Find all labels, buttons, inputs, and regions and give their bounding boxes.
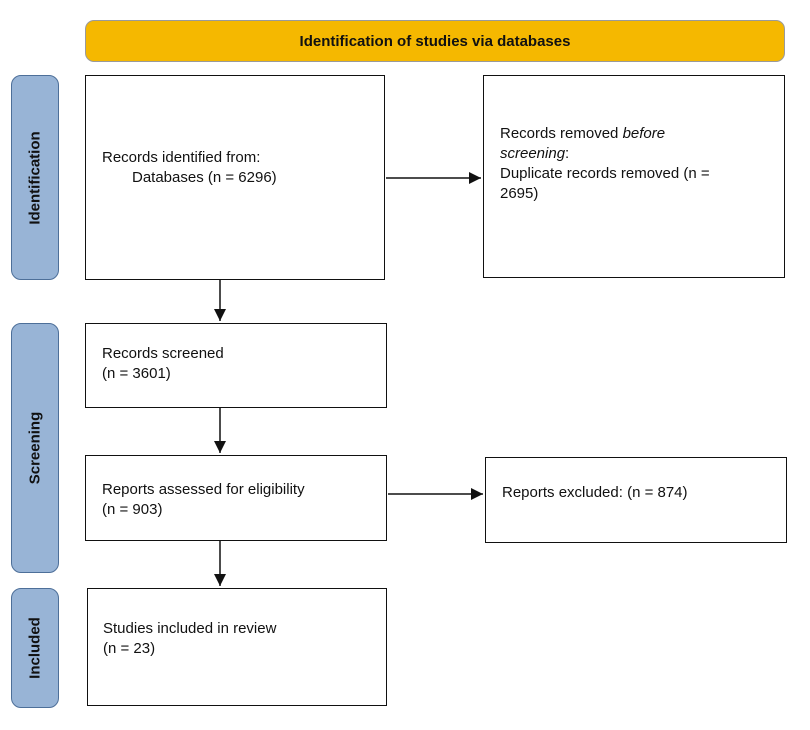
header-title: Identification of studies via databases	[299, 32, 571, 50]
studies-included-line1: Studies included in review	[103, 620, 277, 637]
records-screened-line2: (n = 3601)	[102, 365, 171, 382]
records-removed-line2-b: :	[565, 145, 570, 162]
studies-included-line2: (n = 23)	[103, 640, 156, 657]
records-removed-line1-a: Records removed	[500, 125, 623, 142]
records-identified-box: Records identified from: Databases (n = …	[85, 75, 385, 280]
records-removed-line1: Records removed before	[500, 124, 784, 144]
records-identified-line2: Databases (n = 6296)	[132, 169, 277, 186]
records-screened-box: Records screened (n = 3601)	[85, 323, 387, 408]
records-removed-line2: screening:	[500, 144, 784, 164]
records-removed-line2-a: screening	[500, 145, 566, 162]
records-screened-line1: Records screened	[102, 345, 224, 362]
phase-identification: Identification	[11, 75, 59, 280]
phase-screening: Screening	[11, 323, 59, 573]
phase-included: Included	[11, 588, 59, 708]
records-removed-line1-b: before	[622, 125, 666, 142]
studies-included-box: Studies included in review (n = 23)	[87, 588, 387, 706]
records-removed-line4: 2695)	[500, 185, 539, 202]
reports-excluded-line1: Reports excluded: (n = 874)	[502, 484, 688, 501]
records-removed-box: Records removed before screening: Duplic…	[483, 75, 785, 278]
reports-excluded-box: Reports excluded: (n = 874)	[485, 457, 787, 543]
reports-assessed-box: Reports assessed for eligibility (n = 90…	[85, 455, 387, 541]
reports-assessed-line1: Reports assessed for eligibility	[102, 481, 305, 498]
records-removed-line3: Duplicate records removed (n =	[500, 165, 710, 182]
header-banner: Identification of studies via databases	[85, 20, 785, 62]
records-identified-line1: Records identified from:	[102, 149, 261, 166]
reports-assessed-line2: (n = 903)	[102, 501, 163, 518]
